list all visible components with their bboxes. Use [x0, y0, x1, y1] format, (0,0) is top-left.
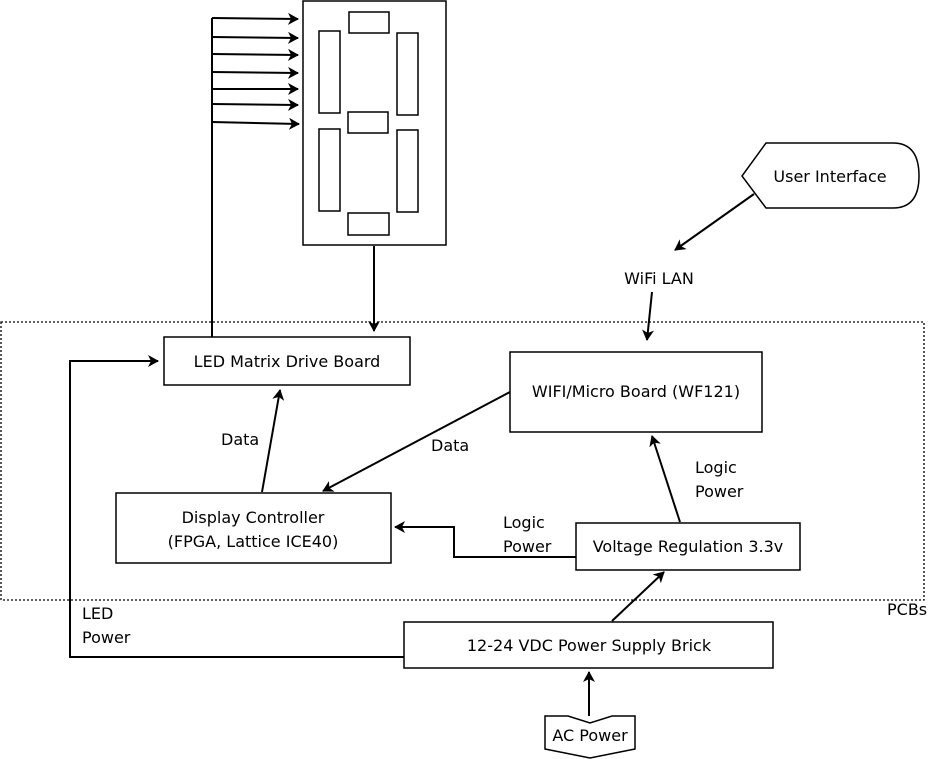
user-interface-label: User Interface [773, 167, 886, 186]
ui-to-wifi-arrow [674, 193, 755, 251]
segment-upper-left [318, 30, 341, 114]
data-label-right: Data [431, 436, 469, 455]
segment-middle [347, 111, 389, 134]
controller-to-drive-data-arrow [261, 389, 285, 493]
display-controller-label-line2: (FPGA, Lattice ICE40) [168, 532, 339, 551]
drive-lines [211, 12, 300, 337]
wifi-lan-to-board-arrow [642, 291, 655, 341]
led-matrix-drive-board: LED Matrix Drive Board [163, 336, 411, 386]
psu-to-drive-led-power-arrow [69, 355, 404, 658]
segment-bottom [347, 212, 390, 236]
led-power-line1: LED [82, 604, 113, 623]
logic-power-upper-line1: Logic [695, 458, 737, 477]
user-interface-node: User Interface [741, 142, 920, 209]
wifi-to-controller-data-arrow [322, 391, 511, 492]
led-power-line2: Power [82, 628, 131, 647]
power-supply-brick-label: 12-24 VDC Power Supply Brick [467, 636, 712, 655]
data-label-left: Data [221, 430, 259, 449]
logic-power-lower-line1: Logic [503, 513, 545, 532]
logic-power-lower-line2: Power [503, 537, 552, 556]
wifi-micro-board: WIFI/Micro Board (WF121) [509, 351, 763, 433]
segment-upper-right [396, 32, 419, 116]
segment-lower-right [396, 129, 419, 213]
display-controller-label-line1: Display Controller [182, 508, 325, 527]
vreg-to-controller-arrow [394, 521, 576, 558]
ac-power-label: AC Power [552, 726, 628, 745]
power-supply-brick: 12-24 VDC Power Supply Brick [403, 621, 774, 669]
segment-lower-left [318, 128, 341, 212]
pcb-boundary [0, 321, 925, 601]
voltage-regulation: Voltage Regulation 3.3v [575, 522, 801, 571]
voltage-regulation-label: Voltage Regulation 3.3v [593, 537, 784, 556]
display-controller: Display Controller (FPGA, Lattice ICE40) [115, 492, 392, 564]
pcbs-label: PCBs [887, 600, 927, 619]
logic-power-upper-line2: Power [695, 482, 744, 501]
segment-top [348, 11, 390, 34]
ac-power-node: AC Power [544, 715, 636, 759]
wifi-micro-board-label: WIFI/Micro Board (WF121) [532, 382, 740, 401]
led-matrix-drive-board-label: LED Matrix Drive Board [194, 352, 381, 371]
wifi-lan-label: WiFi LAN [624, 269, 694, 288]
vreg-to-wifi-arrow [649, 435, 681, 523]
led-matrix-display [302, 0, 447, 246]
psu-to-vreg-arrow [611, 571, 665, 622]
